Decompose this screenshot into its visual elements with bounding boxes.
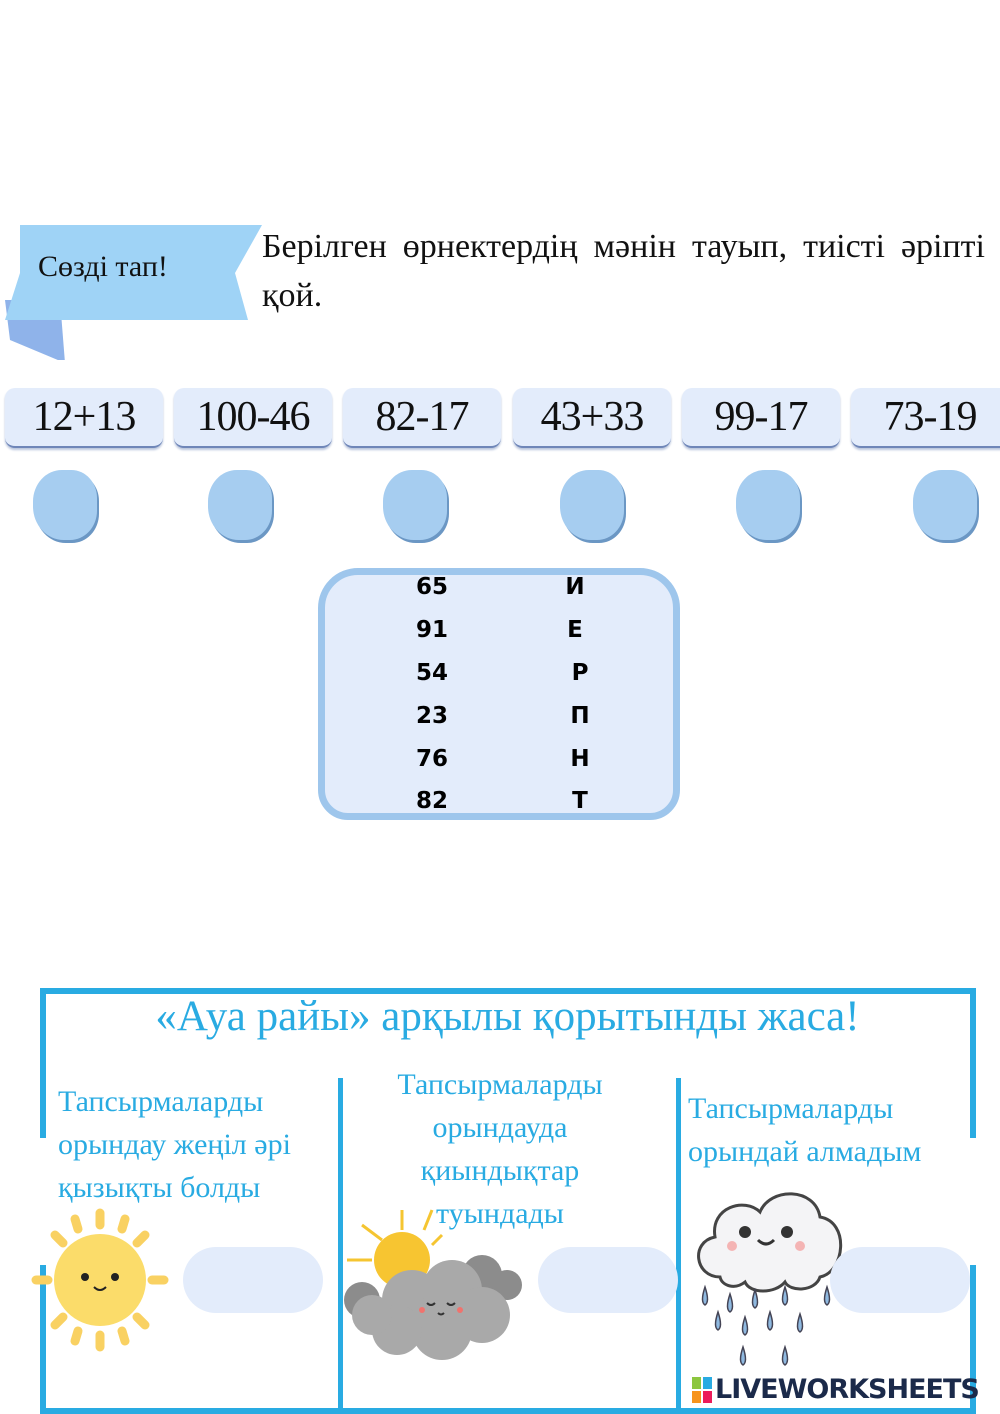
- option-line: қызықты болды: [58, 1171, 261, 1204]
- reflection-input-2[interactable]: [538, 1247, 678, 1313]
- banner-ribbon: [5, 225, 262, 360]
- frame-top: [40, 988, 976, 994]
- expression-box: 43+33: [513, 388, 671, 448]
- option-line: орындауда: [432, 1111, 568, 1144]
- frame-left: [40, 988, 46, 1138]
- key-number: 76: [415, 746, 448, 772]
- instruction-text: Берілген өрнектердің мәнін тауып, тиісті…: [262, 228, 985, 314]
- key-number: 65: [415, 574, 448, 600]
- answer-input-1[interactable]: [33, 470, 97, 540]
- reflection-title: «Ауа райы» арқылы қорытынды жаса!: [155, 993, 860, 1040]
- frame-right: [970, 1265, 976, 1414]
- answer-key-box: [318, 568, 680, 820]
- answer-input-6[interactable]: [913, 470, 977, 540]
- logo-text: LIVEWORKSHEETS: [715, 1374, 980, 1405]
- answer-input-5[interactable]: [736, 470, 800, 540]
- logo-mark-icon: [692, 1376, 712, 1403]
- key-number: 82: [415, 788, 448, 814]
- option-difficult-text: Тапсырмаларды орындауда қиындықтар туынд…: [345, 1063, 655, 1235]
- option-line: туындады: [436, 1197, 564, 1230]
- option-happy-text: Тапсырмаларды орындау жеңіл әрі қызықты …: [58, 1080, 291, 1209]
- key-number: 23: [415, 703, 448, 729]
- column-divider: [676, 1078, 681, 1414]
- key-letter: Е: [567, 617, 583, 643]
- key-letter: Т: [572, 788, 588, 814]
- key-letter: Р: [571, 660, 589, 686]
- key-number: 54: [415, 660, 448, 686]
- option-line: орындау жеңіл әрі: [58, 1128, 291, 1161]
- option-line: қиындықтар: [420, 1154, 580, 1187]
- option-line: орындай алмадым: [688, 1135, 922, 1168]
- key-number: 91: [415, 617, 448, 643]
- reflection-input-3[interactable]: [830, 1247, 970, 1313]
- option-failed-text: Тапсырмаларды орындай алмадым: [688, 1087, 921, 1173]
- key-letter: И: [565, 574, 585, 600]
- frame-left: [40, 1265, 46, 1414]
- expression-box: 100-46: [174, 388, 332, 448]
- expression-box: 82-17: [343, 388, 501, 448]
- rain-cloud-icon: [697, 1192, 843, 1366]
- sun-icon: [31, 1208, 169, 1352]
- frame-right: [970, 988, 976, 1138]
- key-letter: Н: [570, 746, 590, 772]
- expression-box: 99-17: [682, 388, 840, 448]
- answer-input-2[interactable]: [208, 470, 272, 540]
- expression-box: 73-19: [851, 388, 1000, 448]
- expression-box: 12+13: [5, 388, 163, 448]
- option-line: Тапсырмаларды: [688, 1092, 894, 1125]
- option-line: Тапсырмаларды: [397, 1068, 603, 1101]
- liveworksheets-logo: LIVEWORKSHEETS: [692, 1374, 980, 1405]
- answer-input-4[interactable]: [560, 470, 624, 540]
- reflection-input-1[interactable]: [183, 1247, 323, 1313]
- column-divider: [338, 1078, 343, 1414]
- key-letter: П: [570, 703, 590, 729]
- banner-label: Сөзді тап!: [38, 250, 168, 283]
- sun-cloud-icon: [344, 1209, 522, 1360]
- option-line: Тапсырмаларды: [58, 1085, 264, 1118]
- frame-bottom: [40, 1408, 976, 1414]
- answer-input-3[interactable]: [383, 470, 447, 540]
